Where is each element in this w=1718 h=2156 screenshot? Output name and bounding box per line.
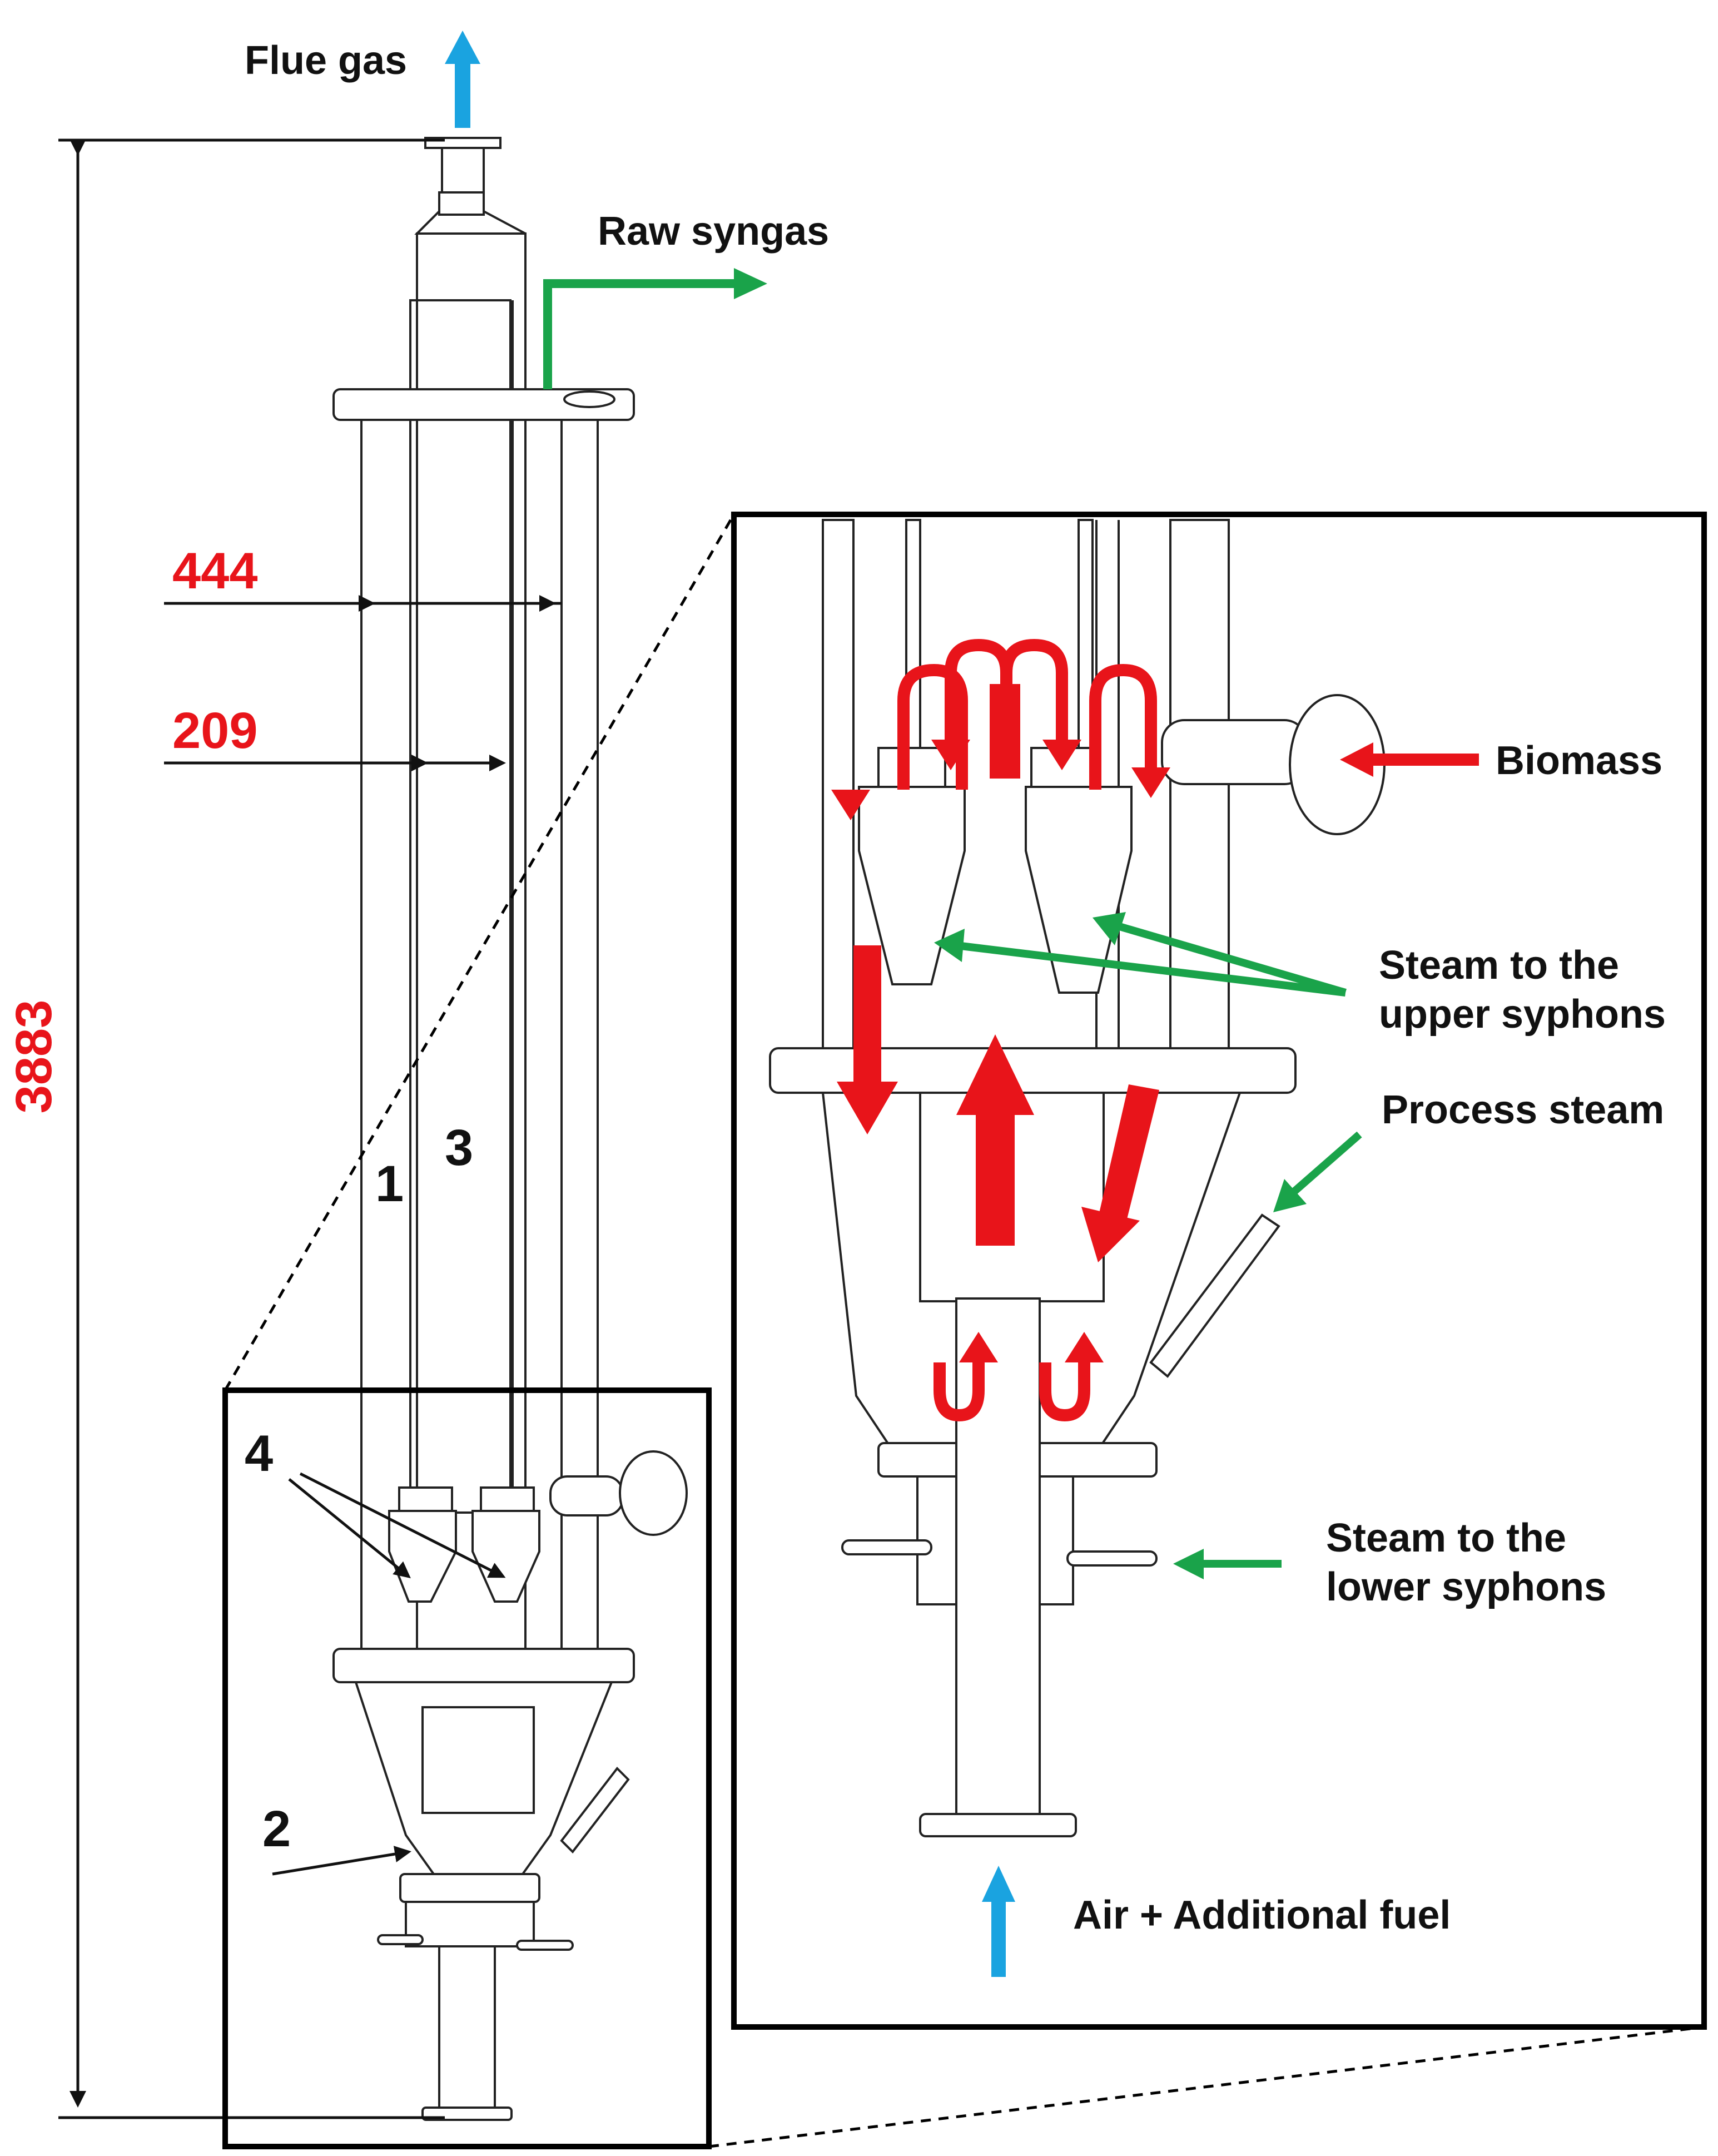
- zoom-source-frame: [222, 1387, 712, 2149]
- green-steam-upper-2: [1116, 922, 1347, 997]
- red-down-head-left: [837, 1082, 898, 1134]
- flue-gas-label: Flue gas: [245, 38, 407, 83]
- zoom-line-top: [224, 513, 736, 1391]
- cyclone-right: [471, 1510, 540, 1603]
- steam-upper-label-2: upper syphons: [1379, 992, 1666, 1037]
- cyclone-left: [388, 1510, 457, 1603]
- syngas-path: [543, 279, 737, 389]
- inner-shell: [409, 299, 512, 1514]
- red-down-shaft-left: [853, 945, 881, 1084]
- part-number-1: 1: [375, 1156, 404, 1212]
- flue-outlet-pipe: [441, 147, 485, 194]
- inset-cyclone-left-top: [877, 747, 946, 788]
- upper-flange: [332, 388, 635, 421]
- green-head-2: [1093, 912, 1126, 945]
- red-loop-1: [897, 663, 968, 790]
- red-solid-flow-arrows: [897, 638, 1157, 1422]
- biomass-arrow-shaft: [1368, 754, 1479, 766]
- red-head-3: [1042, 740, 1081, 770]
- red-head-1: [831, 790, 870, 820]
- inset-steam-lance-left: [841, 1539, 932, 1555]
- top-neck: [438, 191, 485, 216]
- dim-3883-text: 3883: [6, 1000, 62, 1114]
- pointer-4-right: [299, 1472, 506, 1578]
- cyclone-left-top: [398, 1486, 453, 1512]
- reactor-overview: [332, 137, 688, 2121]
- red-loop-4: [1089, 663, 1157, 790]
- inset-process-steam-nozzle: [1149, 1213, 1280, 1378]
- biomass-label: Biomass: [1496, 739, 1662, 783]
- zoom-line-bottom: [708, 2025, 1705, 2148]
- zoom-inset-frame: [731, 512, 1707, 2030]
- raw-syngas-arrow: [543, 268, 767, 389]
- green-steam-upper-1: [956, 941, 1346, 997]
- green-head-4: [1173, 1549, 1204, 1579]
- biomass-hopper-small: [619, 1450, 688, 1536]
- dim-209-text: 209: [172, 702, 258, 759]
- middle-flange: [332, 1648, 635, 1683]
- steam-lower-label-1: Steam to the: [1326, 1516, 1566, 1560]
- red-head-4: [1131, 767, 1170, 798]
- red-head-u-left: [959, 1332, 998, 1362]
- syphon-box: [405, 1901, 535, 1947]
- inset-air-inlet-flange: [919, 1813, 1077, 1837]
- lower-flange: [399, 1873, 540, 1903]
- inset-air-inlet-tube: [955, 1297, 1041, 1822]
- lower-riser-section: [421, 1706, 535, 1814]
- part-number-3: 3: [445, 1119, 473, 1176]
- red-u-right: [1039, 1362, 1090, 1422]
- syngas-port: [563, 390, 615, 408]
- red-up-head: [956, 1034, 1034, 1115]
- red-loop-3: [1000, 638, 1068, 740]
- flue-gas-arrow-head: [445, 31, 480, 64]
- part-number-2: 2: [262, 1801, 291, 1857]
- red-u-left: [934, 1362, 985, 1422]
- part-4-pointers: [288, 1472, 506, 1579]
- red-diag-shaft: [1098, 1084, 1159, 1223]
- red-head-2: [931, 740, 970, 770]
- process-steam-nozzle-small: [560, 1766, 630, 1854]
- green-arrow-heads: [934, 912, 1307, 1579]
- steam-upper-label-1: Steam to the: [1379, 943, 1619, 988]
- biomass-feeder-small: [549, 1475, 624, 1516]
- cyclone-right-top: [480, 1486, 535, 1512]
- central-riser: [416, 232, 527, 1692]
- pointer-4-left: [288, 1478, 411, 1579]
- red-bar-center: [990, 684, 1020, 779]
- inset-biomass-feeder: [1161, 719, 1308, 785]
- biomass-arrow-head: [1340, 742, 1373, 777]
- green-process-steam: [1290, 1131, 1362, 1196]
- steam-lance-right: [516, 1940, 574, 1951]
- red-head-u-right: [1065, 1332, 1104, 1362]
- zoom-inset: Biomass Steam to the upper syphons Proce…: [769, 519, 1666, 1977]
- air-arrow-head: [982, 1866, 1015, 1902]
- process-steam-label: Process steam: [1382, 1088, 1664, 1132]
- raw-syngas-label: Raw syngas: [598, 209, 829, 254]
- red-up-shaft: [976, 1112, 1015, 1246]
- red-arrow-heads: [831, 684, 1479, 1362]
- pointer-2: [272, 1846, 411, 1876]
- air-inlet-tube: [438, 1945, 496, 2114]
- air-arrow-shaft: [991, 1899, 1006, 1977]
- part-number-4: 4: [245, 1425, 273, 1482]
- steam-lance-left: [377, 1934, 424, 1945]
- dim-444-text: 444: [172, 543, 258, 599]
- flue-gas-arrow-shaft: [455, 61, 470, 128]
- inset-steam-lance-right: [1066, 1550, 1158, 1567]
- green-head-3: [1273, 1179, 1307, 1212]
- green-head-1: [934, 929, 965, 962]
- red-diag-head: [1081, 1207, 1140, 1262]
- syngas-arrow-head: [734, 268, 767, 299]
- steam-lower-label-2: lower syphons: [1326, 1565, 1606, 1609]
- inset-cyclone-right: [1025, 786, 1133, 994]
- dimension-lines: 3883 444 209: [6, 138, 562, 2119]
- air-arrow: [982, 1866, 1015, 1977]
- green-arrows: [956, 922, 1362, 1568]
- air-fuel-label: Air + Additional fuel: [1073, 1893, 1451, 1937]
- flue-gas-arrow: [445, 31, 480, 128]
